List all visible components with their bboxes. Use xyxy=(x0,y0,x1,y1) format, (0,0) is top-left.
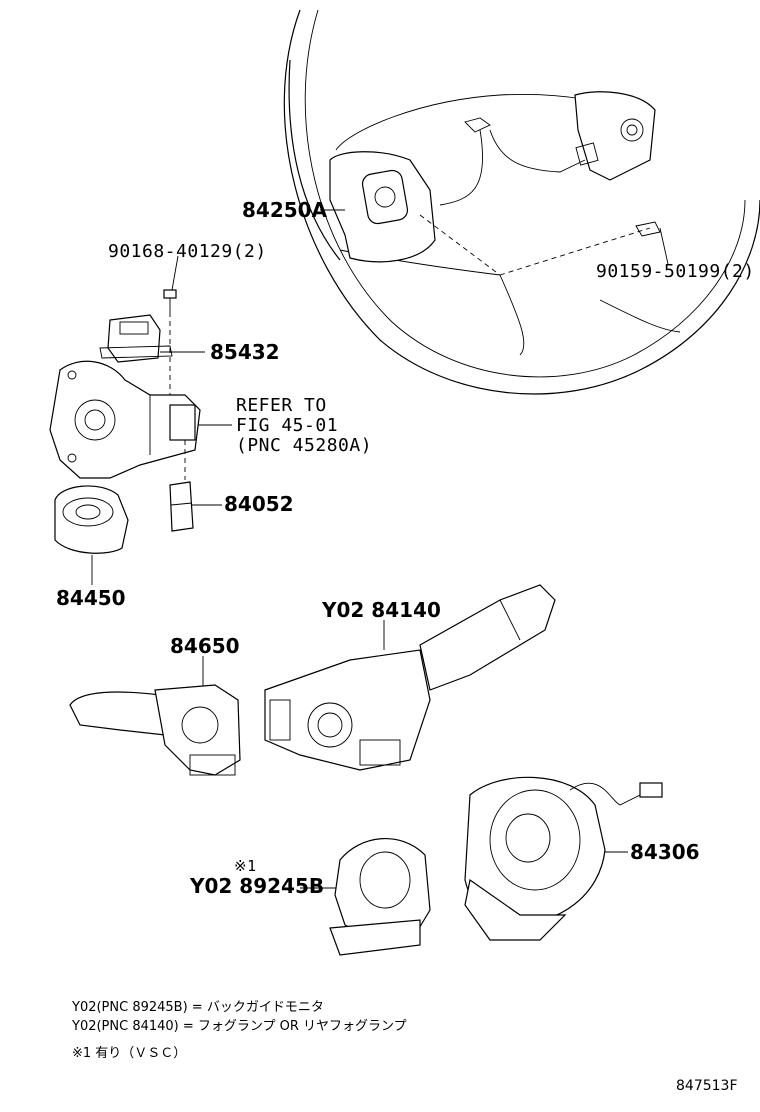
part-84450-drawing xyxy=(54,485,129,554)
callout-84450: 84450 xyxy=(56,586,126,610)
part-89245B-drawing xyxy=(329,837,431,956)
callout-90168-40129: 90168-40129(2) xyxy=(108,241,267,262)
callout-85432: 85432 xyxy=(210,340,280,364)
note-line1: Y02(PNC 89245B) = バックガイドモニタ xyxy=(72,1000,324,1015)
note-line2: Y02(PNC 84140) = フォグランプ OR リヤフォグランプ xyxy=(72,1019,407,1034)
callout-refer-line1: REFER TO xyxy=(236,395,327,416)
callout-84250A: 84250A xyxy=(242,198,328,222)
callout-84650: 84650 xyxy=(170,634,240,658)
part-84052-drawing xyxy=(169,481,194,532)
callout-84052: 84052 xyxy=(224,492,294,516)
steering-wheel-drawing xyxy=(283,9,760,395)
screw-90168-drawing xyxy=(163,289,177,400)
callout-84306: 84306 xyxy=(630,840,700,864)
column-lock-drawing xyxy=(49,360,201,480)
callout-89245B: Y02 89245B xyxy=(190,874,325,898)
callout-refer-line3: (PNC 45280A) xyxy=(236,435,373,456)
part-84650-drawing xyxy=(69,684,241,776)
figure-id: 847513F xyxy=(676,1078,738,1094)
callout-mark1: ※1 xyxy=(234,857,257,875)
callout-90159-50199: 90159-50199(2) xyxy=(596,261,755,282)
part-84140-drawing xyxy=(264,584,556,771)
callout-84140: Y02 84140 xyxy=(322,598,441,622)
part-84306-drawing xyxy=(464,776,663,941)
note-line3: ※1 有り（ＶＳＣ） xyxy=(72,1046,187,1061)
part-85432-drawing xyxy=(99,314,173,363)
callout-refer-line2: FIG 45-01 xyxy=(236,415,339,436)
